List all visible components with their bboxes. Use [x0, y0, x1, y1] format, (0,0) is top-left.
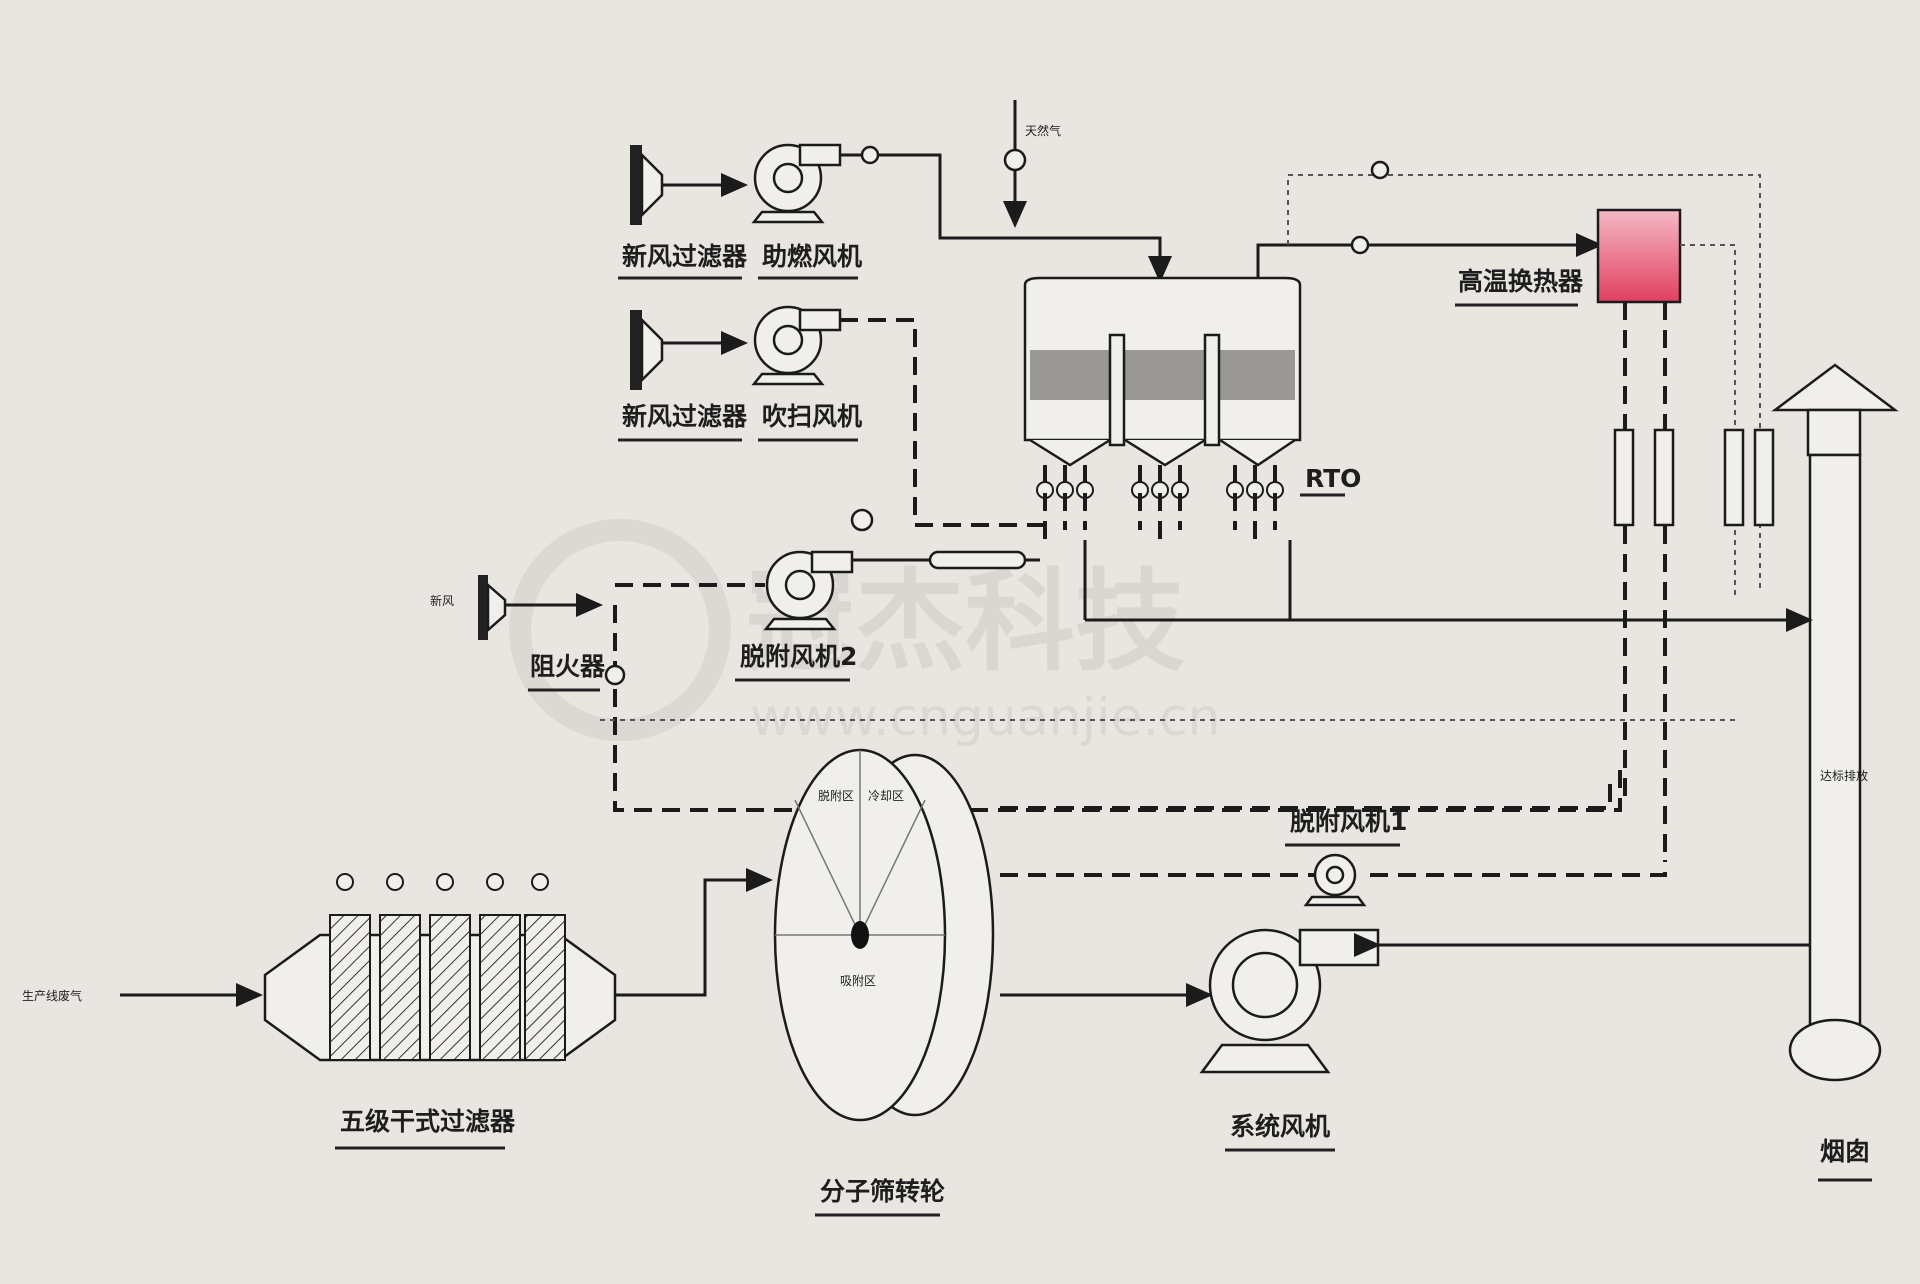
- desorb-fan-2-label: 脱附风机2: [740, 642, 857, 671]
- desorb-fan-1: [1303, 853, 1367, 907]
- high-temp-hx-label: 高温换热器: [1458, 267, 1584, 296]
- valve-icon: [1003, 148, 1027, 172]
- chimney: [1771, 363, 1899, 1082]
- desorb-fan-1-label: 脱附风机1: [1290, 807, 1407, 836]
- fresh-filter-1: [630, 145, 664, 225]
- system-fan: [1199, 928, 1380, 1074]
- watermark-url: www.cnguanjie.cn: [750, 688, 1221, 748]
- zeolite-rotor-label: 分子筛转轮: [820, 1177, 945, 1206]
- fresh-air-filter: [478, 575, 507, 640]
- rotor-cool-zone: 冷却区: [868, 789, 904, 803]
- purge-fan-label: 吹扫风机: [762, 402, 862, 431]
- rto-label: RTO: [1305, 464, 1361, 493]
- watermark: 冠杰科技 www.cnguanjie.cn: [509, 519, 1221, 748]
- high-temp-heat-exchanger: [1596, 208, 1682, 304]
- fresh-air-label: 新风: [430, 593, 454, 608]
- desorb-fan-2: [763, 550, 854, 631]
- purge-fan: [751, 305, 842, 386]
- rto-unit: [1023, 276, 1302, 540]
- rotor-desorb-zone: 脱附区: [818, 788, 854, 803]
- combustion-fan: [751, 143, 842, 224]
- fresh-filter-2-label: 新风过滤器: [622, 402, 748, 431]
- natural-gas-label: 天然气: [1025, 123, 1061, 138]
- combustion-fan-label: 助燃风机: [762, 242, 862, 271]
- zeolite-rotor: [773, 748, 995, 1122]
- valve-icon: [860, 145, 880, 165]
- production-exhaust-label: 生产线废气: [22, 988, 82, 1003]
- five-stage-dry-filter: [263, 873, 617, 1062]
- fresh-filter-2: [630, 310, 664, 390]
- fresh-filter-1-label: 新风过滤器: [622, 242, 748, 271]
- flame-arrester-label: 阻火器: [530, 652, 606, 681]
- system-fan-label: 系统风机: [1230, 1112, 1330, 1141]
- rotor-adsorb-zone: 吸附区: [840, 974, 876, 988]
- chimney-label: 烟囱: [1820, 1137, 1870, 1166]
- chimney-side-label: 达标排放: [1820, 768, 1868, 783]
- flame-arrester: [604, 664, 626, 686]
- five-stage-filter-label: 五级干式过滤器: [340, 1107, 516, 1136]
